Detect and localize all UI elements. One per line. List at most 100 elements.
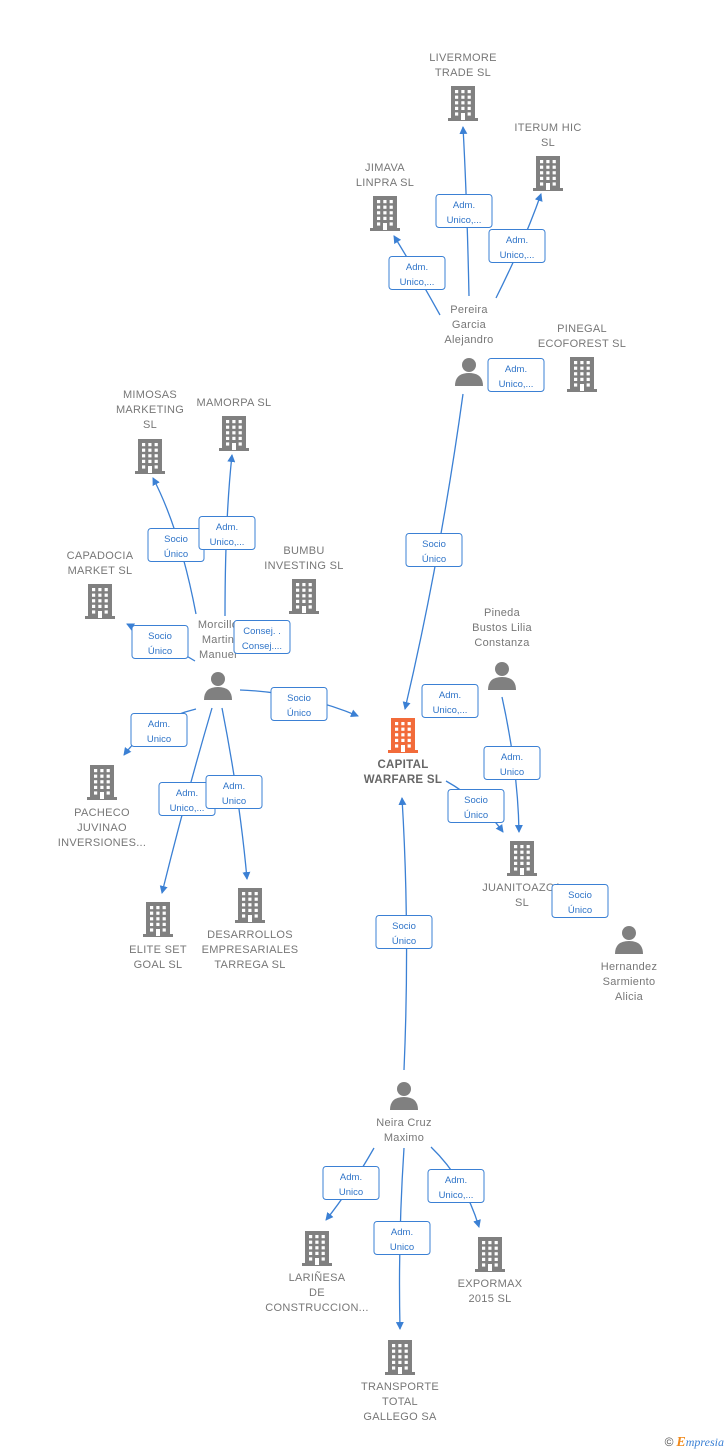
node-label-line: GOAL SL (134, 959, 183, 971)
edge-labels-layer: Adm.Unico,...Adm.Unico,...Adm.Unico,...A… (130, 194, 609, 1255)
node-label-line: DESARROLLOS (207, 929, 293, 941)
node-expormax[interactable]: EXPORMAX 2015 SL (458, 1237, 523, 1305)
watermark: ©Empresia (665, 1435, 724, 1451)
node-label-line: TARREGA SL (214, 959, 285, 971)
edge-label-pereira-to-iterum[interactable]: Adm.Unico,... (488, 229, 546, 263)
edge-label-neira-to-expormax[interactable]: Adm.Unico,... (427, 1169, 485, 1203)
node-label-line: Pereira (450, 304, 488, 316)
node-label-line: Maximo (384, 1132, 424, 1144)
node-label-line: EXPORMAX (458, 1278, 523, 1290)
edge-label-text: Consej. . (243, 626, 281, 637)
edge-label-morcillo-to-pacheco[interactable]: Adm.Unico (130, 713, 188, 747)
building-icon (370, 196, 400, 231)
edge-label-pineda-to-juanitoazca[interactable]: Adm.Unico (483, 746, 541, 780)
node-label-line: CONSTRUCCION... (265, 1302, 369, 1314)
edge-label-text: Socio (464, 795, 488, 806)
node-label-line: Alejandro (444, 334, 493, 346)
node-larinesa[interactable]: LARIÑESADECONSTRUCCION... (265, 1231, 369, 1314)
edge-label-neira-to-transporte[interactable]: Adm.Unico (373, 1221, 431, 1255)
node-label-line: TRADE SL (435, 67, 491, 79)
copyright-symbol: © (664, 1435, 674, 1449)
node-pinegal[interactable]: PINEGAL ECOFOREST SL (538, 323, 626, 392)
node-label-line: MARKETING (116, 404, 184, 416)
node-label-line: JUVINAO (77, 822, 127, 834)
edge-label-text: Único (287, 708, 311, 719)
node-label-line: Neira Cruz (376, 1117, 432, 1129)
person-icon (390, 1082, 418, 1110)
edge-label-text: Socio (392, 921, 416, 932)
edge-label-text: Adm. (223, 781, 245, 792)
node-label-line: TOTAL (382, 1396, 418, 1408)
node-label-line: MAMORPA SL (197, 397, 272, 409)
node-label-line: JIMAVA (365, 162, 405, 174)
building-icon (567, 357, 597, 392)
node-label-line: ITERUM HIC (514, 122, 581, 134)
building-icon (388, 718, 418, 753)
node-label-line: Manuel (199, 649, 237, 661)
edge-label-pineda-to-capital[interactable]: Adm.Unico,... (421, 684, 479, 718)
node-label-line: Morcillo (198, 619, 238, 631)
node-label-line: WARFARE SL (364, 774, 442, 786)
edge-label-text: Adm. (501, 752, 523, 763)
node-label-line: MARKET SL (68, 565, 133, 577)
edge-label-text: Socio (287, 693, 311, 704)
edge-label-text: Unico,... (499, 379, 534, 390)
edge-label-neira-to-larinesa[interactable]: Adm.Unico (322, 1166, 380, 1200)
node-label-line: GALLEGO SA (363, 1411, 437, 1423)
node-label-line: 2015 SL (468, 1293, 511, 1305)
edge-label-pereira-to-livermore[interactable]: Adm.Unico,... (435, 194, 493, 228)
edge-label-morcillo-to-elite[interactable]: Adm.Unico,... (158, 782, 216, 816)
edge-label-morcillo-to-mamorpa[interactable]: Adm.Unico,... (198, 516, 256, 550)
edge-label-pereira-to-jimava[interactable]: Adm.Unico,... (388, 256, 446, 290)
edge-label-text: Adm. (148, 719, 170, 730)
edge-label-text: Socio (568, 890, 592, 901)
node-label-line: SL (143, 419, 157, 431)
edge-label-morcillo-to-desarrollos[interactable]: Adm.Unico (205, 775, 263, 809)
node-pacheco[interactable]: PACHECOJUVINAOINVERSIONES... (58, 765, 147, 849)
edge-label-morcillo-to-bumbu[interactable]: Consej. .Consej.... (233, 620, 291, 654)
node-label-line: PINEGAL (557, 323, 607, 335)
node-label-line: Hernandez (601, 961, 658, 973)
edge-label-text: Socio (164, 534, 188, 545)
node-label-line: ECOFOREST SL (538, 338, 626, 350)
building-icon (533, 156, 563, 191)
edge-label-text: Único (464, 810, 488, 821)
building-icon (302, 1231, 332, 1266)
edge-label-pereira-to-pinegal[interactable]: Adm.Unico,... (487, 358, 545, 392)
brand-initial: E (676, 1435, 686, 1450)
node-label-line: BUMBU (283, 545, 324, 557)
node-mamorpa[interactable]: MAMORPA SL (197, 397, 272, 451)
edge-label-text: Unico,... (433, 705, 468, 716)
edge-label-text: Adm. (176, 788, 198, 799)
person-icon (204, 672, 232, 700)
building-icon (385, 1340, 415, 1375)
edge-label-text: Adm. (445, 1175, 467, 1186)
node-label-line: PACHECO (74, 807, 130, 819)
building-icon (507, 841, 537, 876)
edge-label-text: Adm. (391, 1227, 413, 1238)
